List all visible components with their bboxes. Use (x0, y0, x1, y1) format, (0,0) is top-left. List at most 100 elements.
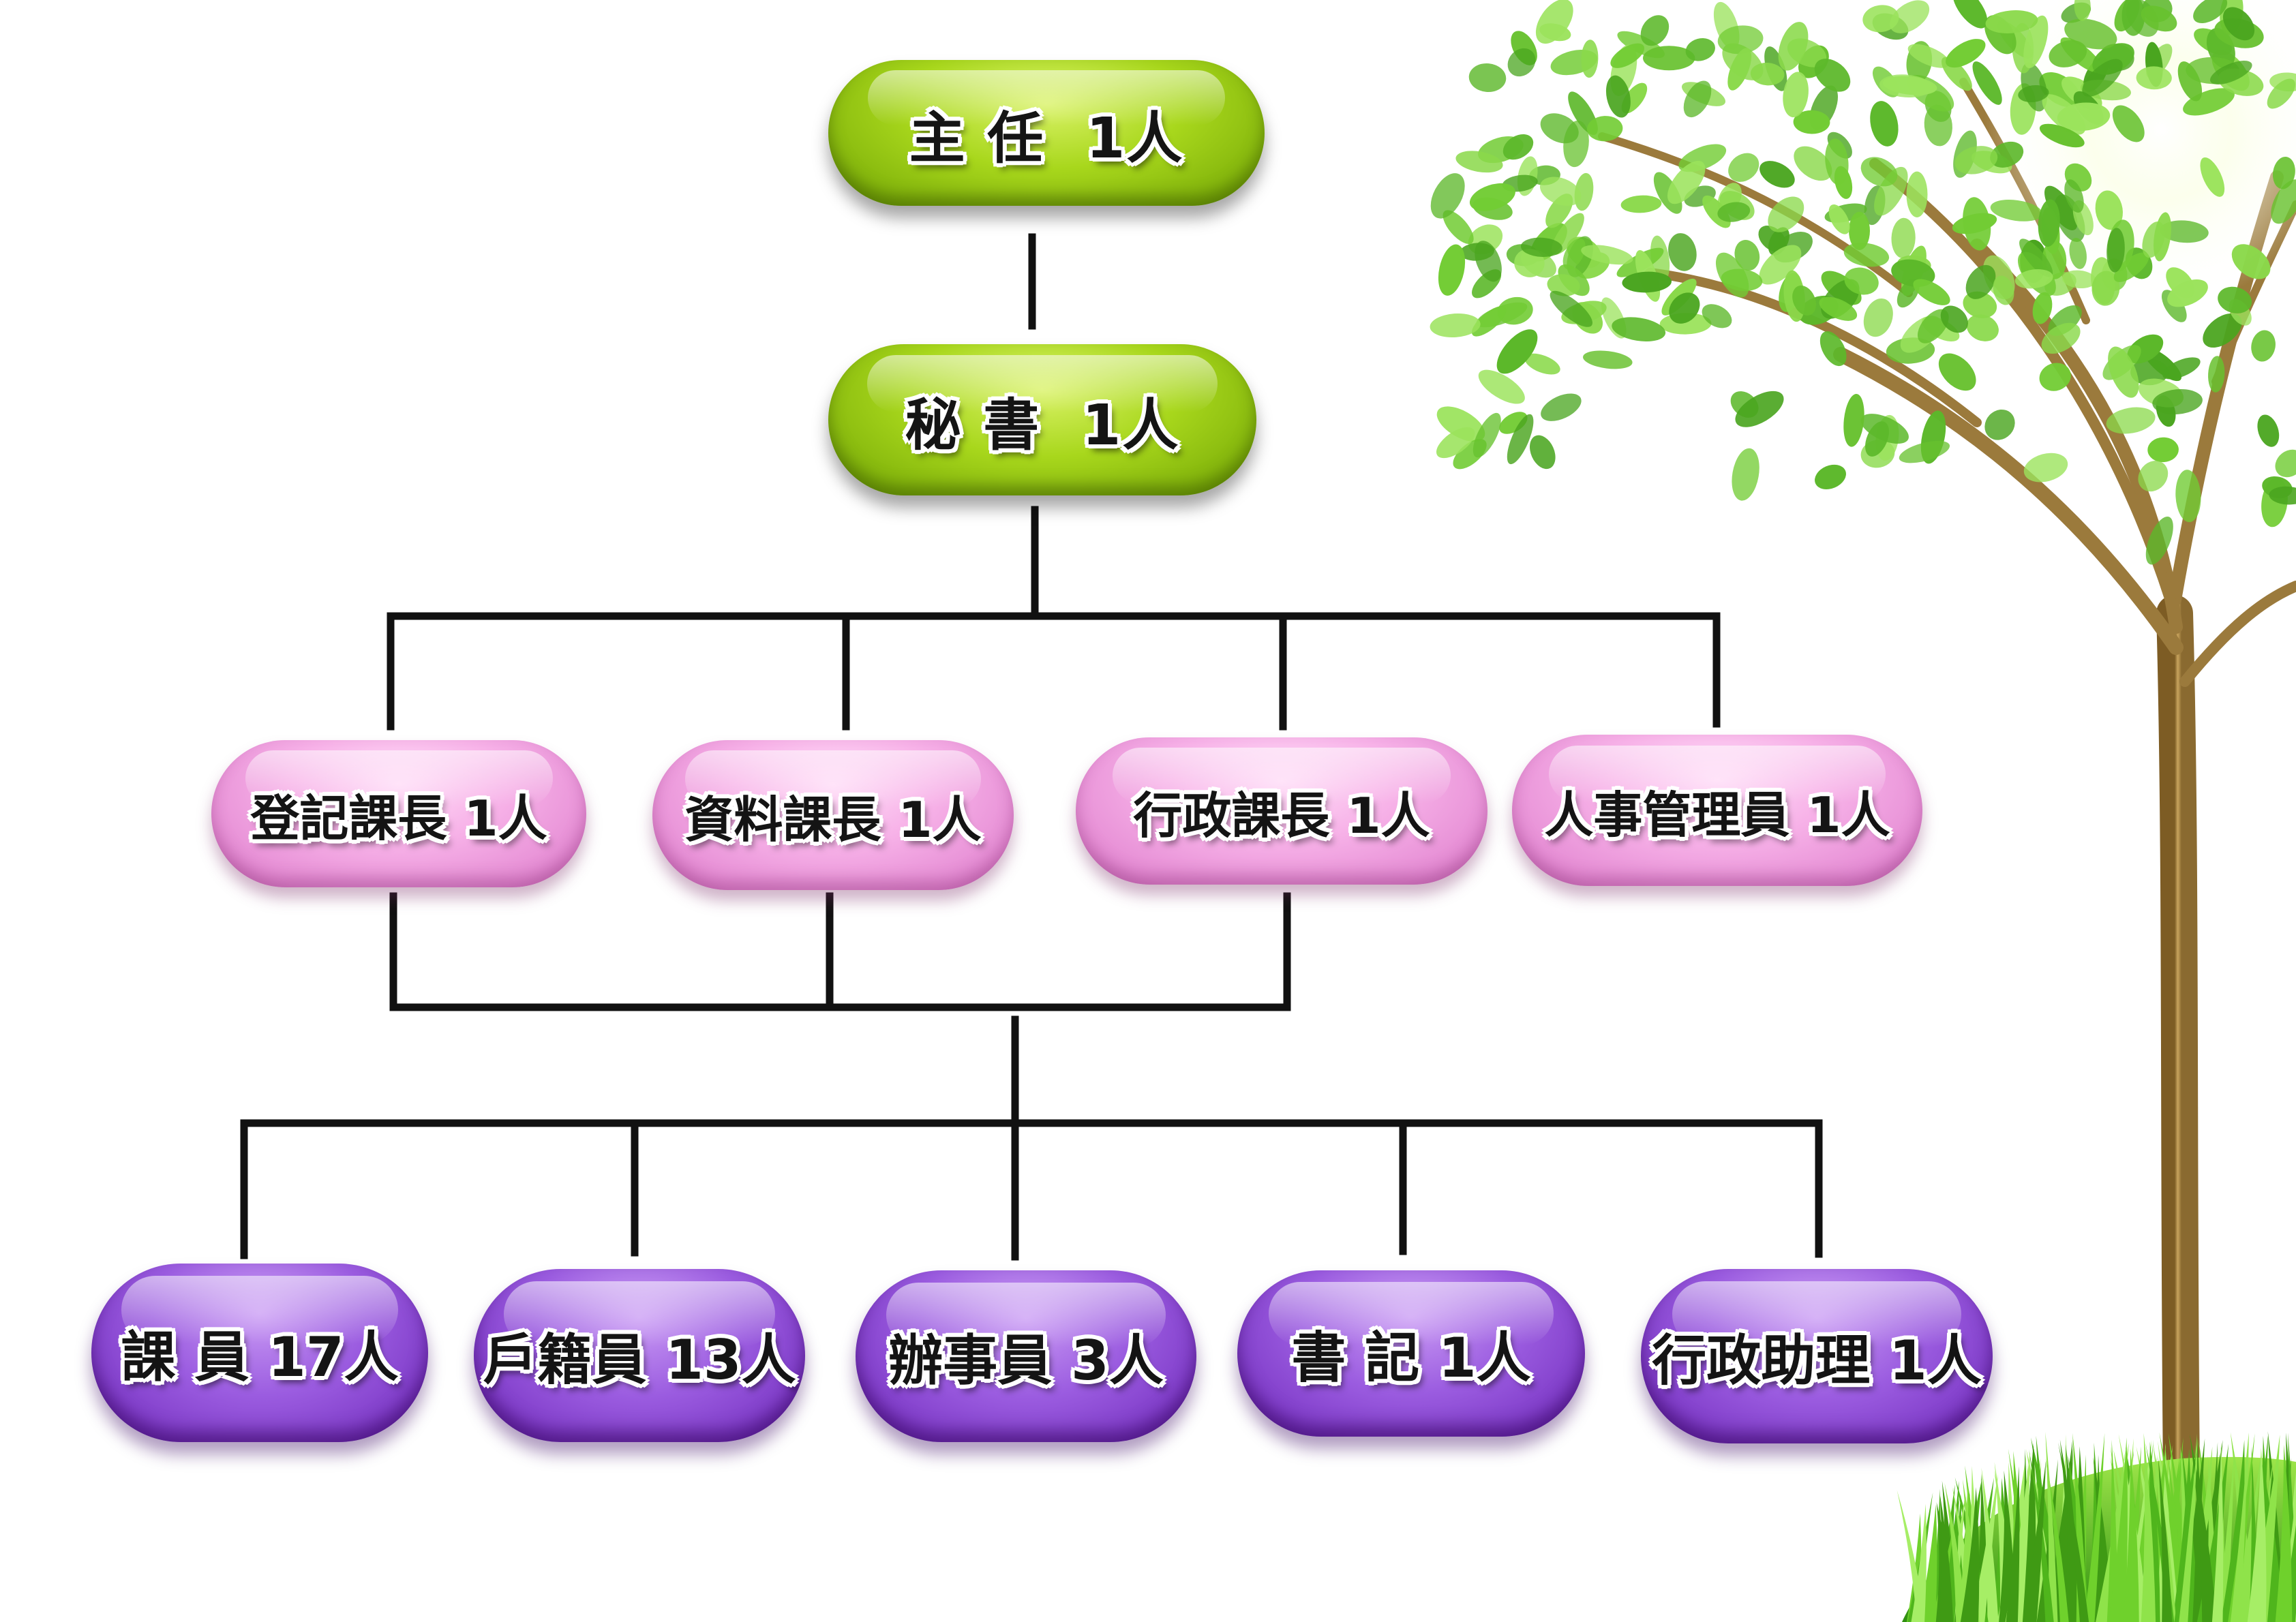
leaf (1860, 157, 1898, 187)
leaf (2102, 258, 2128, 291)
leaf (1734, 239, 1760, 271)
leaf (2218, 68, 2264, 96)
grass-blade (1907, 1513, 1922, 1622)
leaf (2041, 207, 2060, 254)
leaf (1430, 173, 1465, 219)
grass-mound (1902, 1456, 2296, 1622)
leaf (2267, 78, 2295, 109)
leaf (1897, 278, 1920, 308)
leaf (1972, 61, 2002, 105)
leaf (1471, 306, 1507, 337)
leaf (1922, 316, 1960, 342)
leaf (2023, 15, 2049, 69)
leaf (1460, 243, 1494, 261)
leaf (1792, 285, 1817, 316)
grass-blade (2177, 1438, 2205, 1622)
leaf (2160, 220, 2209, 243)
leaf (2064, 163, 2092, 192)
leaf (1730, 391, 1759, 418)
leaf (1547, 274, 1580, 296)
grass-blade (2143, 1445, 2173, 1622)
leaf (1824, 203, 1867, 223)
leaf (1906, 171, 1928, 217)
grass-blade (2279, 1471, 2296, 1622)
grass-blade (2230, 1432, 2256, 1622)
leaf (2121, 0, 2145, 36)
grass-blade (2233, 1453, 2262, 1622)
grass-blade (2249, 1435, 2280, 1622)
grass-blade (2089, 1454, 2102, 1622)
leaf (1551, 213, 1584, 255)
leaf (1430, 313, 1481, 338)
leaf (2229, 299, 2252, 326)
leaf (2073, 91, 2104, 125)
grass-blade (2055, 1434, 2066, 1622)
grass-blade (2244, 1433, 2269, 1622)
leaf (1475, 241, 1502, 282)
grass-blade (2030, 1455, 2042, 1622)
leaf (1825, 138, 1849, 185)
leaf (1952, 213, 1997, 234)
grass-blade (2031, 1437, 2064, 1622)
grass-blade (2136, 1446, 2169, 1622)
node-section-staff: 課 員 17人 (91, 1264, 428, 1442)
node-admin-assistant-label: 行政助理 1人 (1652, 1329, 1982, 1392)
grass-blade (2147, 1452, 2167, 1622)
grass-blade (2179, 1437, 2198, 1622)
leaf (1550, 290, 1592, 327)
grass-blade (2121, 1446, 2141, 1622)
grass-blade (2153, 1444, 2177, 1622)
grass-blade (1994, 1462, 2012, 1622)
leaf (1468, 63, 1507, 93)
leaf (1821, 271, 1862, 305)
leaf (2018, 251, 2056, 296)
leaf (2141, 5, 2177, 32)
leaf (2054, 194, 2085, 242)
node-admin-chief: 行政課長 1人 (1076, 737, 1487, 885)
grass-blade (2072, 1433, 2088, 1622)
leaf (2211, 50, 2250, 91)
grass-blade (2029, 1449, 2054, 1622)
leaf (1953, 130, 1977, 178)
node-registration-chief-label: 登記課長 1人 (250, 789, 547, 847)
grass-blade (2126, 1447, 2147, 1622)
leaf (2106, 228, 2125, 273)
grass-blade (2261, 1457, 2284, 1622)
leaf (1524, 353, 1560, 375)
node-clerk-label: 辦事員 3人 (888, 1329, 1164, 1392)
grass-blade (2044, 1439, 2073, 1622)
grass-blade (2096, 1443, 2129, 1622)
grass-blade (2192, 1436, 2203, 1622)
grass-blade (2024, 1447, 2036, 1622)
leaf (1520, 249, 1556, 278)
grass-blade (1954, 1477, 1989, 1622)
leaf (1954, 146, 1998, 174)
leaf (1667, 160, 1706, 204)
leaf (1891, 259, 1935, 288)
node-data-chief-label: 資料課長 1人 (684, 791, 982, 848)
leaf (2145, 42, 2163, 87)
grass-blade (2280, 1433, 2296, 1622)
grass-blade (2174, 1445, 2195, 1622)
leaf (1502, 134, 1534, 160)
grass-blade (2098, 1450, 2126, 1622)
leaf (1907, 74, 1954, 112)
leaf (1567, 236, 1593, 277)
grass-blade (2278, 1495, 2296, 1622)
leaf (1965, 264, 1996, 299)
leaf (2269, 72, 2296, 92)
grass-blade (2209, 1453, 2226, 1622)
grass-blade (2064, 1444, 2080, 1622)
leaf (1814, 59, 1851, 92)
leaf (1787, 38, 1827, 67)
leaf (2010, 83, 2036, 135)
leaf (1872, 13, 1909, 40)
grass-blade (2247, 1448, 2267, 1622)
leaf (1940, 305, 1968, 333)
leaf (1506, 244, 1539, 266)
leaf (1683, 80, 1712, 118)
leaf (1617, 31, 1665, 59)
node-admin-chief-label: 行政課長 1人 (1133, 786, 1430, 844)
leaf (2048, 305, 2082, 336)
grass-blade (2252, 1435, 2271, 1622)
